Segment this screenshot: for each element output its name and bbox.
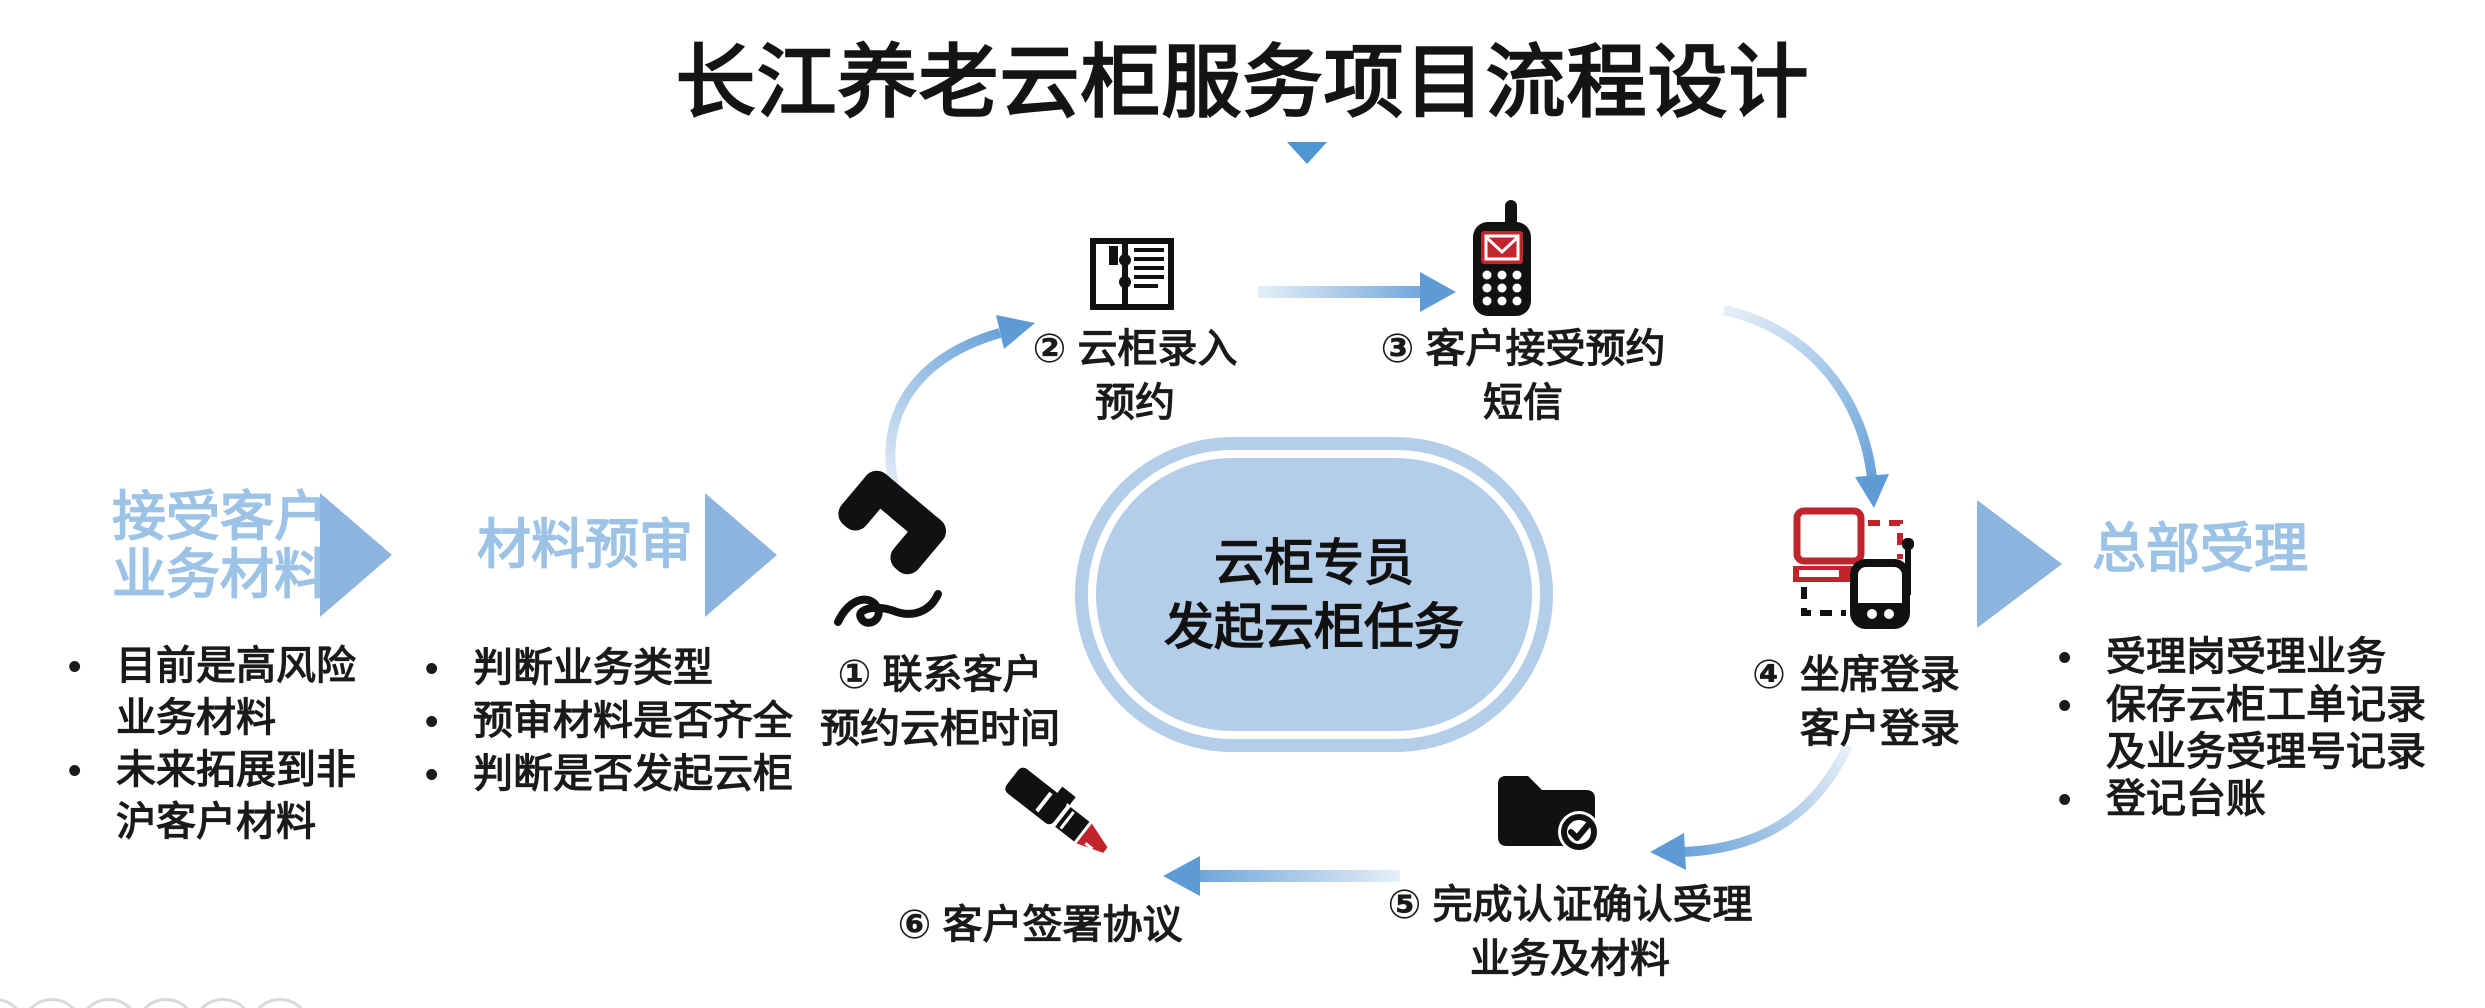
stage-header: 接受客户 业务材料: [112, 487, 328, 605]
stage-arrow-icon: [320, 493, 392, 617]
bullet-dot: [68, 744, 116, 848]
step-6-label: ⑥ 客户签署协议: [897, 903, 1183, 947]
bullet-dot: [2058, 634, 2106, 682]
step-4-text: 坐席登录 客户登录: [1799, 653, 1960, 751]
stage-arrow-icon: [705, 493, 777, 617]
bullet-list: 受理岗受理业务 保存云柜工单记录 及业务受理号记录 登记台账: [2058, 634, 2478, 824]
arrow-step4-to-step5: [1650, 742, 1853, 870]
bullet-dot: [425, 642, 473, 695]
bullet-dot: [2058, 682, 2106, 776]
folder-check-icon: [1498, 776, 1600, 853]
notebook-icon: [1090, 238, 1174, 310]
list-item: 登记台账: [2058, 776, 2478, 824]
mobile-sms-icon: [1473, 200, 1531, 316]
pill-inner-ring: [1088, 450, 1540, 739]
bullet-list: 判断业务类型 预审材料是否齐全 判断是否发起云柜: [425, 642, 835, 801]
stage-arrow-icon: [1977, 500, 2062, 628]
stage-header: 材料预审: [477, 515, 693, 575]
step-4-number: ④: [1752, 653, 1786, 697]
arrow-step3-to-step4: [1722, 305, 1889, 508]
arrow-step5-to-step6: [1163, 856, 1400, 896]
pill-label: 云柜专员 发起云柜任务: [1164, 534, 1464, 655]
list-item: 目前是高风险 业务材料: [68, 640, 418, 744]
bullet-dot: [425, 748, 473, 801]
arrow-step1-to-step2: [885, 315, 1035, 507]
step-5-label: ⑤ 完成认证确认受理 业务及材料: [1387, 883, 1753, 981]
page-title: 长江养老云柜服务项目流程设计: [675, 38, 1810, 127]
desktop-mobile-sync-icon: [1793, 507, 1914, 629]
title-pointer-icon: [1287, 142, 1327, 164]
bullet-dot: [425, 695, 473, 748]
list-item: 判断是否发起云柜: [425, 748, 835, 801]
list-item: 未来拓展到非 沪客户材料: [68, 744, 418, 848]
list-item: 受理岗受理业务: [2058, 634, 2478, 682]
list-item: 保存云柜工单记录 及业务受理号记录: [2058, 682, 2478, 776]
list-item: 判断业务类型: [425, 642, 835, 695]
stage-header: 总部受理: [2092, 519, 2308, 579]
bullet-dot: [2058, 776, 2106, 824]
step-4-label: ④ 坐席登录 客户登录: [1752, 648, 2052, 756]
bullet-list: 目前是高风险 业务材料 未来拓展到非 沪客户材料: [68, 640, 418, 848]
list-item: 预审材料是否齐全: [425, 695, 835, 748]
step-3-label: ③ 客户接受预约 短信: [1380, 327, 1666, 425]
telephone-handset-icon: [834, 470, 946, 627]
step-2-label: ② 云柜录入 预约: [1032, 327, 1238, 425]
arrow-step2-to-step3: [1258, 272, 1456, 312]
bullet-dot: [68, 640, 116, 744]
step-1-label: ① 联系客户 预约云柜时间: [820, 653, 1060, 751]
cycle-center-pill: 云柜专员 发起云柜任务: [1075, 437, 1553, 752]
marker-pen-icon: [1005, 767, 1108, 853]
